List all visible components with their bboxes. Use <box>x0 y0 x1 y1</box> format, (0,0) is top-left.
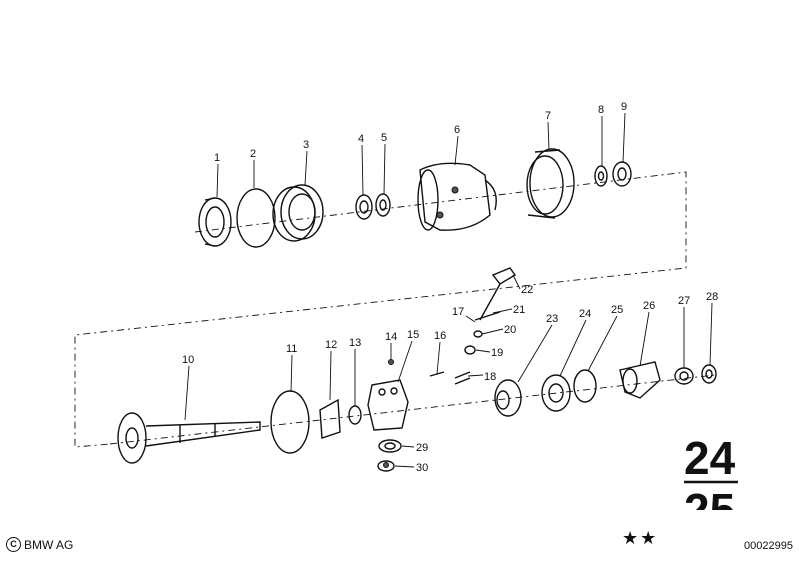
copyright-notice: C BMW AG <box>6 537 73 552</box>
callout-6: 6 <box>454 124 460 136</box>
part-27-nut[interactable] <box>674 367 694 385</box>
callout-21: 21 <box>513 304 525 316</box>
part-10-input-shaft[interactable] <box>117 412 261 464</box>
part-24-bearing[interactable] <box>541 374 571 412</box>
callout-30: 30 <box>416 462 428 474</box>
part-8-washer[interactable] <box>594 165 608 187</box>
callout-9: 9 <box>621 101 627 113</box>
callout-27: 27 <box>678 295 690 307</box>
callout-3: 3 <box>303 139 309 151</box>
group-number-bottom-clip: 25 <box>684 484 735 536</box>
callout-20: 20 <box>504 324 516 336</box>
part-18-spring-sleeve[interactable] <box>454 371 471 385</box>
part-4-needle-bearing[interactable] <box>355 194 373 220</box>
part-28-washer[interactable] <box>701 364 717 384</box>
part-12-thrust-plate[interactable] <box>319 398 341 439</box>
part-23-bearing[interactable] <box>494 379 522 417</box>
callout-numbers: 1 2 3 4 5 6 7 8 9 10 11 12 13 14 15 16 1… <box>182 101 718 474</box>
callout-25: 25 <box>611 304 623 316</box>
part-13-circlip[interactable] <box>348 405 362 425</box>
group-number-bottom: 25 <box>684 484 735 536</box>
callout-16: 16 <box>434 330 446 342</box>
callout-8: 8 <box>598 104 604 116</box>
callout-11: 11 <box>286 343 297 355</box>
callout-10: 10 <box>182 354 194 366</box>
part-22-valve-plug[interactable] <box>479 267 517 321</box>
document-number: 00022995 <box>744 540 793 552</box>
callout-13: 13 <box>349 337 361 349</box>
callout-26: 26 <box>643 300 655 312</box>
callout-1: 1 <box>214 152 220 164</box>
part-2-o-ring[interactable] <box>236 188 276 248</box>
part-6-planetary-carrier[interactable] <box>417 162 497 231</box>
part-11-o-ring[interactable] <box>270 390 310 454</box>
copyright-text: BMW AG <box>24 537 74 552</box>
part-9-thrust-bearing[interactable] <box>612 161 632 187</box>
axis-lines <box>74 171 716 448</box>
callout-18: 18 <box>484 371 496 383</box>
part-25-o-ring[interactable] <box>573 369 597 403</box>
rating-stars: ★★ <box>622 528 659 548</box>
group-number-top: 24 <box>684 432 736 484</box>
callout-22: 22 <box>521 284 533 296</box>
copyright-icon: C <box>6 537 21 552</box>
callout-24: 24 <box>579 308 591 320</box>
leader-lines <box>184 112 713 468</box>
part-30-screw-plug[interactable] <box>377 460 395 472</box>
callout-14: 14 <box>385 331 397 343</box>
callout-19: 19 <box>491 347 503 359</box>
callout-17: 17 <box>452 306 464 318</box>
part-15-valve-body[interactable] <box>367 379 409 431</box>
part-14-valve-small[interactable] <box>388 359 394 365</box>
part-1-seal-ring[interactable] <box>198 197 232 247</box>
part-29-sealing-ring[interactable] <box>378 439 402 453</box>
callout-4: 4 <box>358 133 364 145</box>
callout-29: 29 <box>416 442 428 454</box>
callout-5: 5 <box>381 132 387 144</box>
part-3-bearing[interactable] <box>272 184 324 242</box>
part-5-washer[interactable] <box>375 193 391 217</box>
part-7-ring-gear[interactable] <box>526 148 575 219</box>
callout-2: 2 <box>250 148 256 160</box>
callout-12: 12 <box>325 339 337 351</box>
callout-15: 15 <box>407 329 419 341</box>
part-26-output-flange[interactable] <box>619 361 661 399</box>
callout-7: 7 <box>545 110 551 122</box>
callout-23: 23 <box>546 313 558 325</box>
callout-28: 28 <box>706 291 718 303</box>
